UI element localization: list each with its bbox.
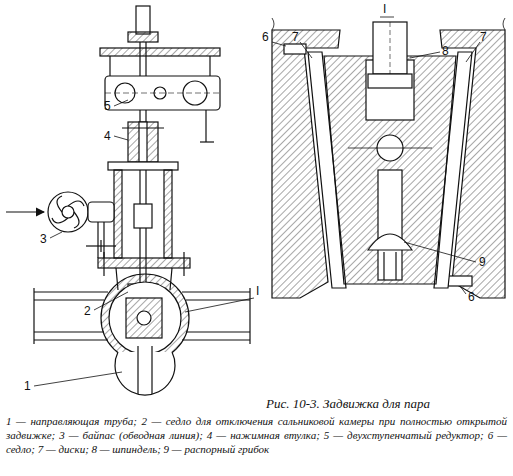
callout-number: 9: [479, 255, 486, 269]
callout-number: 1: [24, 379, 31, 393]
callout-number: 3: [40, 232, 47, 246]
detail-mark: I: [383, 2, 386, 16]
callout-number: I: [256, 284, 259, 298]
callout-number: 5: [104, 99, 111, 113]
main-view: [6, 6, 254, 395]
callout-number: 7: [292, 30, 299, 44]
callout-number: 2: [84, 304, 91, 318]
callout-number: 8: [442, 44, 449, 58]
detail-view: [272, 17, 505, 298]
figure-caption: Рис. 10-3. Задвижка для пара: [266, 396, 430, 411]
callout-number: 7: [480, 30, 487, 44]
callout-number: 6: [468, 290, 475, 304]
callout-number: 4: [104, 129, 111, 143]
legend-key: 1 — направляющая труба; 2 — седло для от…: [6, 414, 507, 456]
callout-number: 6: [262, 30, 269, 44]
